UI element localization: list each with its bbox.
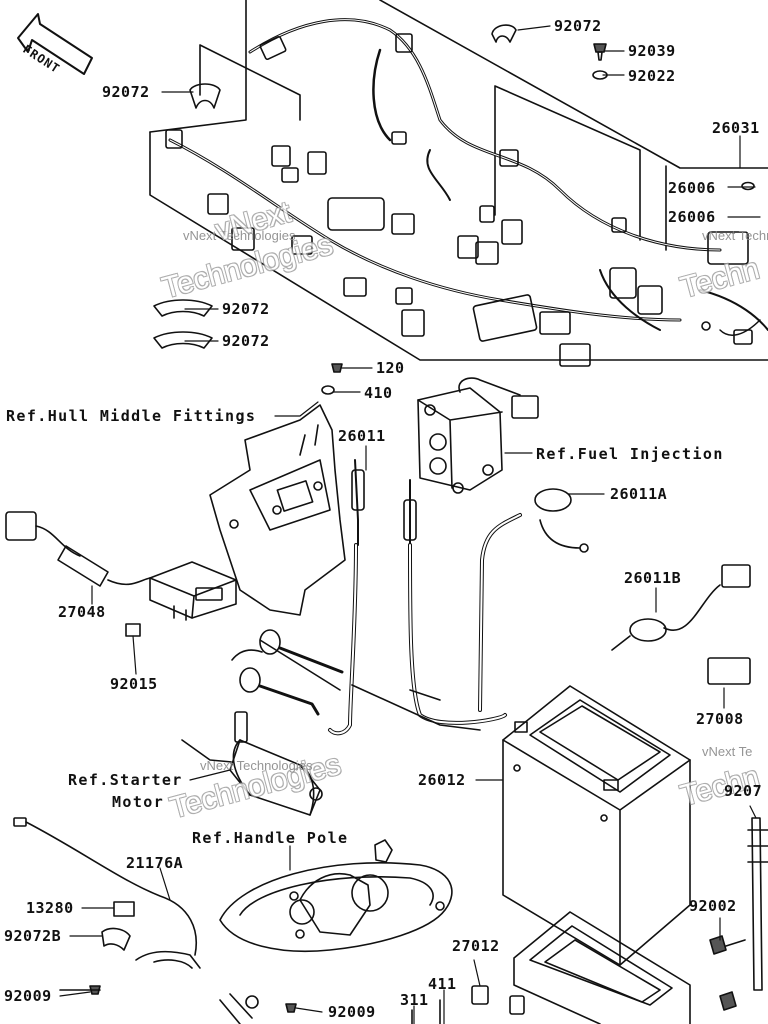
reference-label: Ref.Handle Pole bbox=[192, 829, 349, 847]
part-callout: 27048 bbox=[58, 603, 106, 621]
part-callout: 92015 bbox=[110, 675, 158, 693]
reference-label: Ref.Hull Middle Fittings bbox=[6, 407, 257, 425]
part-callout: 27008 bbox=[696, 710, 744, 728]
part-callout: 27012 bbox=[452, 937, 500, 955]
leader-lines bbox=[59, 25, 761, 1024]
battery-cables bbox=[328, 459, 751, 736]
battery bbox=[502, 685, 691, 966]
starter-motor bbox=[181, 629, 344, 816]
battery-tray bbox=[513, 911, 691, 1024]
watermark-text: vNext Te bbox=[702, 744, 753, 759]
fuel-injection-relay bbox=[417, 377, 539, 494]
reference-label: Motor bbox=[112, 793, 165, 811]
reference-label: Ref.Fuel Injection bbox=[536, 445, 724, 463]
part-callout: 92002 bbox=[689, 897, 737, 915]
bolt-washer-parts bbox=[89, 43, 755, 1013]
part-callout: 26011A bbox=[610, 485, 668, 503]
watermark-text: vNext Technologies bbox=[702, 228, 768, 243]
part-callout: 92039 bbox=[628, 42, 676, 60]
part-callout: 9207 bbox=[724, 782, 763, 800]
part-callout: 92072 bbox=[102, 83, 150, 101]
clamp-parts bbox=[101, 24, 517, 951]
part-callout: 92009 bbox=[4, 987, 52, 1005]
part-callout: 92022 bbox=[628, 67, 676, 85]
part-callout: 26006 bbox=[668, 208, 716, 226]
part-callout: 92072B bbox=[4, 927, 62, 945]
part-callout: 410 bbox=[364, 384, 393, 402]
reference-label: Ref.Starter bbox=[68, 771, 183, 789]
part-callout: 311 bbox=[400, 991, 429, 1009]
hull-bracket bbox=[209, 404, 346, 616]
part-callout: 92009 bbox=[328, 1003, 376, 1021]
part-callout: 120 bbox=[376, 359, 405, 377]
part-callout: 26006 bbox=[668, 179, 716, 197]
part-callout: 411 bbox=[428, 975, 457, 993]
handle-pole bbox=[219, 839, 453, 953]
front-arrow-icon bbox=[17, 13, 93, 75]
part-callout: 92072 bbox=[222, 300, 270, 318]
control-unit bbox=[5, 511, 237, 637]
terminal-brackets bbox=[219, 985, 525, 1024]
part-callout: 21176A bbox=[126, 854, 184, 872]
part-callout: 92072 bbox=[222, 332, 270, 350]
small-harness bbox=[13, 817, 201, 991]
part-callout: 26012 bbox=[418, 771, 466, 789]
part-callout: 13280 bbox=[26, 899, 74, 917]
main-harness-assembly bbox=[149, 0, 768, 367]
part-callout: 26011B bbox=[624, 569, 682, 587]
watermark-text: vNext Technologies bbox=[183, 228, 296, 243]
part-callout: 92072 bbox=[554, 17, 602, 35]
part-callout: 26011 bbox=[338, 427, 386, 445]
battery-strap bbox=[709, 817, 768, 1011]
watermark-text: vNext Technologies bbox=[200, 758, 313, 773]
part-callout: 26031 bbox=[712, 119, 760, 137]
